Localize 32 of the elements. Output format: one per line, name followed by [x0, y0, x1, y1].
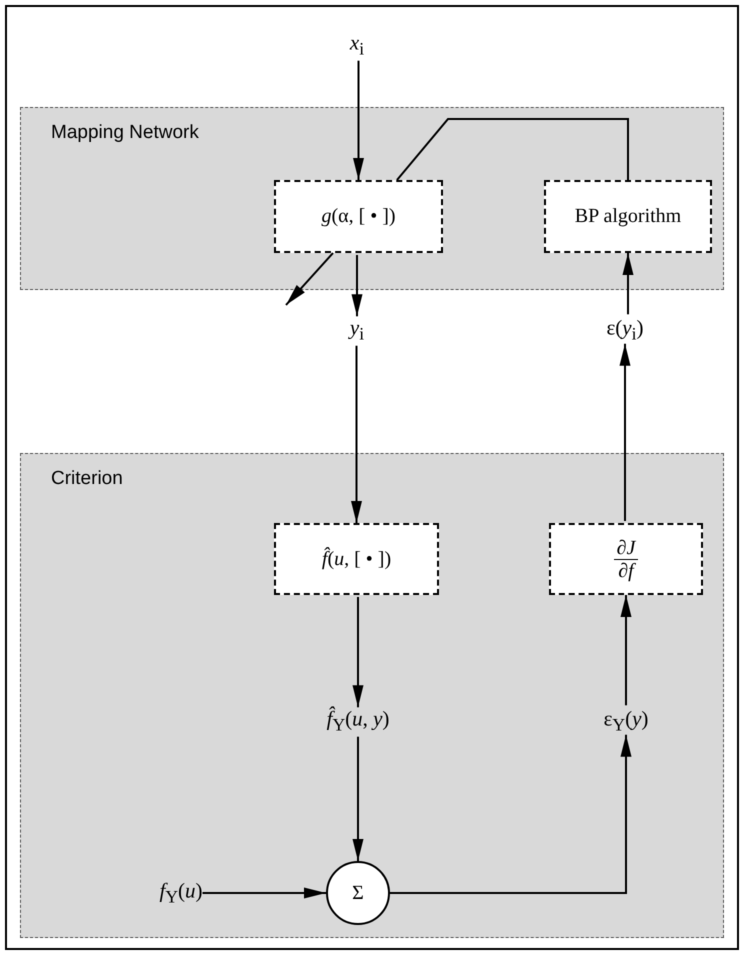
panel-band — [20, 453, 724, 938]
signal-label: x$_{i}$ — [350, 31, 364, 59]
arrow — [620, 595, 632, 706]
arrow — [352, 736, 364, 861]
arrow — [353, 60, 364, 180]
function-label: BP algorithm — [574, 205, 682, 228]
panel-title: Criterion — [51, 468, 123, 490]
function-label: f̂(u, [ • ]) — [322, 548, 392, 570]
arrow — [352, 597, 364, 708]
function-box — [544, 180, 712, 253]
arrow — [390, 734, 632, 894]
function-box — [274, 180, 443, 253]
sum-symbol: Σ — [352, 882, 364, 904]
connector-line — [396, 118, 629, 181]
arrow — [620, 344, 630, 521]
function-label: g(α, [ • ]) — [321, 205, 396, 228]
arrow — [285, 252, 334, 306]
function-box — [274, 523, 439, 595]
signal-label: y$_{i}$ — [350, 316, 364, 344]
arrow — [622, 253, 634, 314]
panel-band — [20, 107, 724, 290]
signal-label: f̂$_{Y}$(u, y) — [326, 707, 390, 735]
signal-label: ε(y$_{i}$) — [606, 316, 644, 344]
signal-label: ε$_{Y}$(y) — [604, 707, 648, 735]
arrow — [202, 888, 326, 898]
function-box — [549, 523, 703, 595]
arrow — [352, 255, 362, 316]
signal-label: f$_{Y}$(u) — [160, 879, 202, 907]
panel-title: Mapping Network — [51, 122, 199, 144]
arrow — [351, 346, 362, 523]
fraction-denominator: ∂f — [617, 560, 637, 582]
fraction-numerator: ∂J — [614, 536, 638, 560]
